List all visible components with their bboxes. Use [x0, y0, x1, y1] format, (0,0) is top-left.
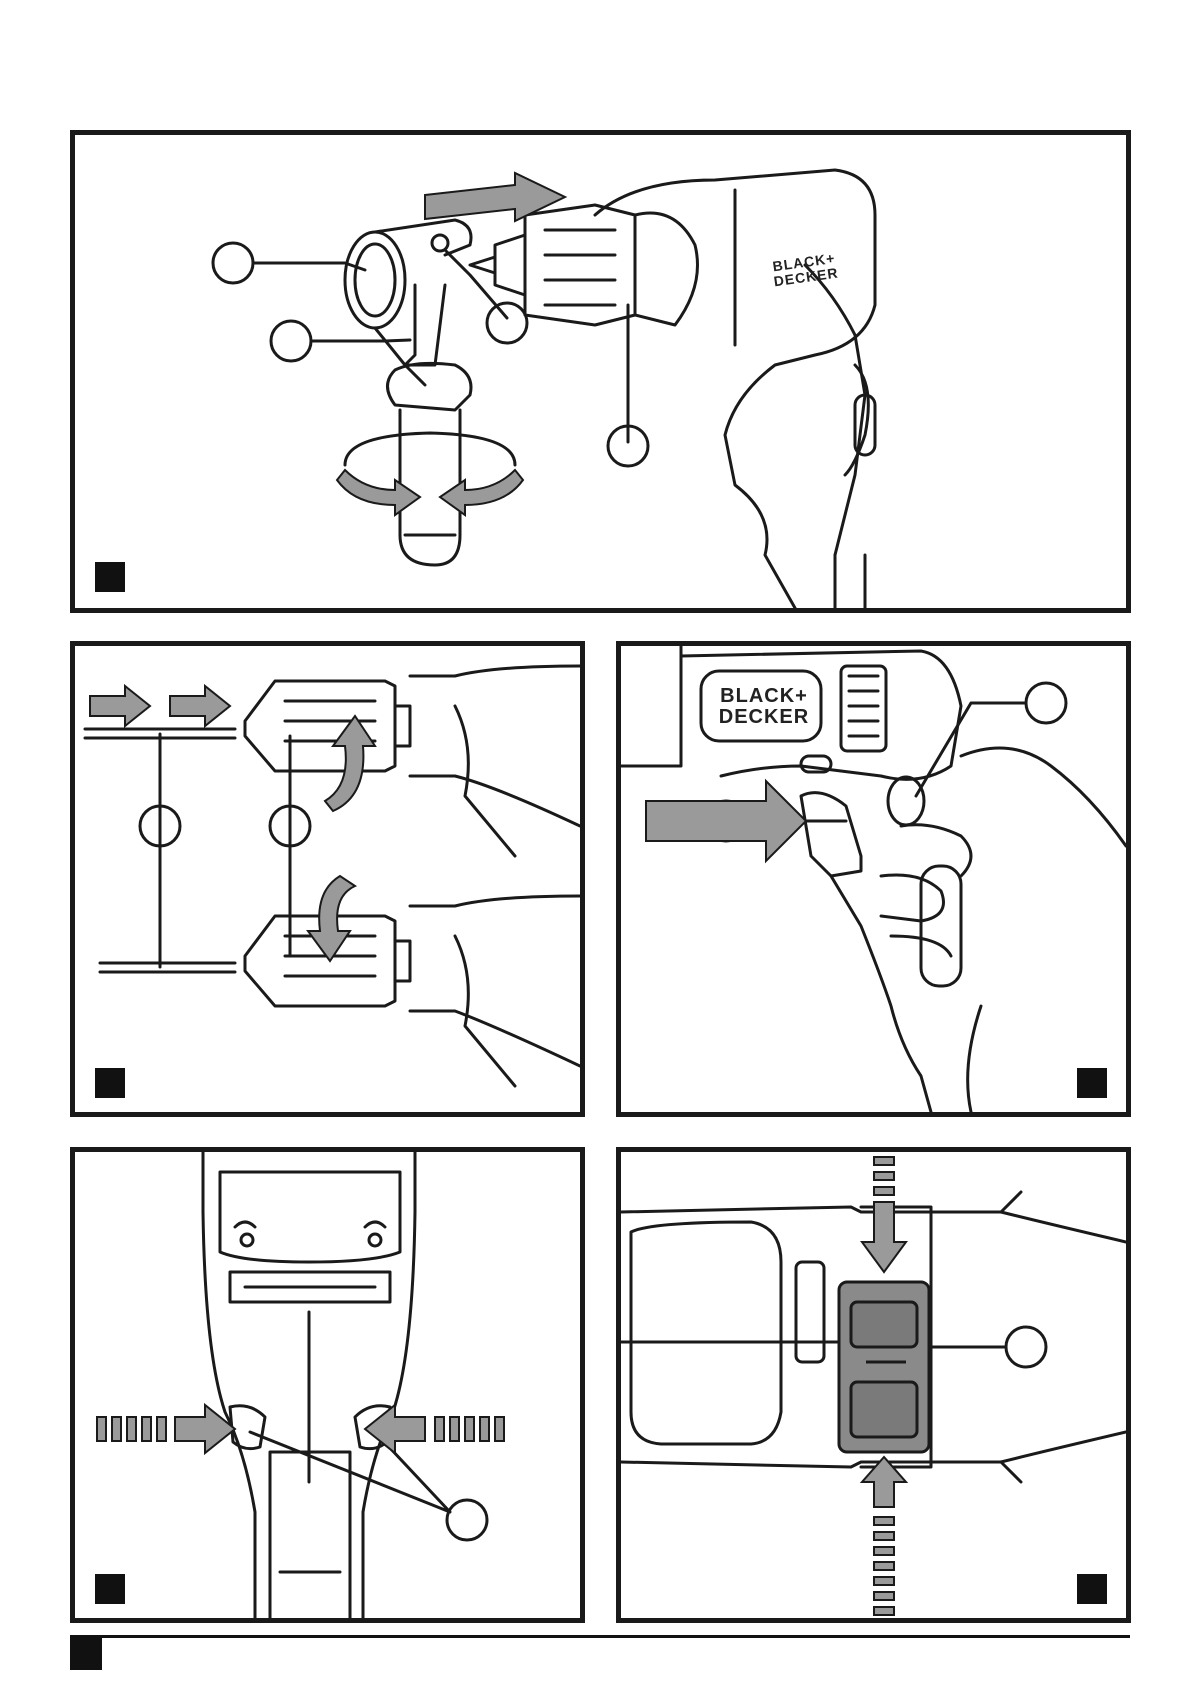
callout-leader-2	[311, 340, 410, 341]
callout-circle-icon	[1026, 683, 1066, 723]
brand-line-1: BLACK+	[709, 686, 819, 707]
figure-e-marker	[1077, 1574, 1107, 1604]
rotation-arrow-icon	[308, 876, 355, 961]
trigger	[801, 793, 861, 876]
callout-circle-icon	[271, 321, 311, 361]
figure-c-marker	[1077, 1068, 1107, 1098]
figure-d-marker	[95, 1574, 125, 1604]
arrow-icon	[862, 1457, 906, 1507]
drill-bit-lower	[100, 963, 235, 972]
side-button	[796, 1262, 824, 1362]
callout-leader-3	[445, 250, 507, 318]
arrow-icon	[365, 1405, 425, 1453]
vent-slot	[841, 666, 886, 751]
brand-logo-c: BLACK+ DECKER	[709, 686, 819, 728]
figure-d-panel	[70, 1147, 585, 1623]
figure-b-panel	[70, 641, 585, 1117]
mode-selector-button-upper	[851, 1302, 917, 1347]
bottom-rule	[70, 1635, 1130, 1638]
slider-left	[230, 1406, 265, 1449]
direction-switch	[801, 756, 831, 772]
figure-e-drawing	[621, 1152, 1126, 1618]
callout-leader-1	[253, 263, 365, 270]
figure-c-drawing	[621, 646, 1126, 1112]
figure-d-drawing	[75, 1152, 580, 1618]
callout-circle-icon	[487, 303, 527, 343]
figure-c-panel: BLACK+ DECKER	[616, 641, 1131, 1117]
figure-b-drawing	[75, 646, 580, 1112]
arrow-icon	[170, 686, 230, 726]
handle-collar	[388, 363, 472, 410]
brand-line-2: DECKER	[709, 707, 819, 728]
arrow-icon	[90, 686, 150, 726]
chuck-upper	[245, 681, 395, 771]
power-cord	[835, 555, 865, 608]
callout-circle-icon	[1006, 1327, 1046, 1367]
clamp-screw	[432, 235, 448, 251]
arrow-icon	[646, 781, 806, 861]
figure-a-drawing	[75, 135, 1126, 608]
grip-pad	[921, 866, 961, 986]
page-marker	[70, 1638, 102, 1670]
rotation-arrow-icon	[325, 716, 375, 811]
figure-e-panel	[616, 1147, 1131, 1623]
chuck-outline	[525, 205, 635, 325]
drill-top-housing	[220, 1172, 400, 1262]
figure-a-marker	[95, 562, 125, 592]
rotation-arrow-icon	[440, 470, 523, 515]
rotation-arrow-icon	[337, 470, 420, 515]
mode-selector-button-lower	[851, 1382, 917, 1437]
callout-circle-icon	[213, 243, 253, 283]
lock-button	[888, 777, 924, 825]
callout-circle-icon	[447, 1500, 487, 1540]
vent-panel	[631, 1222, 781, 1444]
figure-a-panel: BLACK+ DECKER	[70, 130, 1131, 613]
figure-b-marker	[95, 1068, 125, 1098]
